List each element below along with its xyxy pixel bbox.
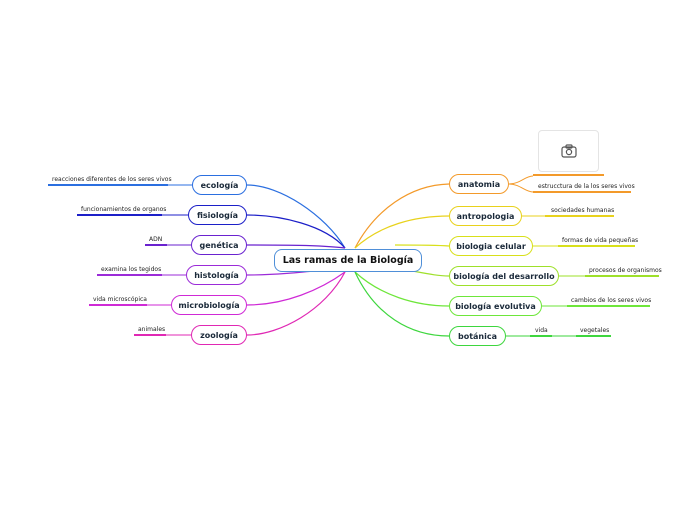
- branch-microbiologia[interactable]: microbiología: [171, 295, 247, 315]
- branch-fisiologia[interactable]: fisiología: [188, 205, 247, 225]
- branch-genetica[interactable]: genética: [191, 235, 247, 255]
- branch-label: antropologia: [456, 211, 515, 221]
- leaf-underline: [545, 215, 614, 217]
- leaf-botanica-vegetales[interactable]: vegetales: [580, 327, 610, 334]
- branch-biologia-evolutiva[interactable]: biología evolutiva: [449, 296, 542, 316]
- branch-label: fisiología: [196, 210, 239, 220]
- branch-label: zoología: [200, 330, 238, 340]
- branch-label: histología: [194, 270, 239, 280]
- leaf-underline: [576, 335, 611, 337]
- leaf-zoologia[interactable]: animales: [138, 326, 166, 333]
- branch-label: biologia celular: [456, 241, 526, 251]
- branch-ecologia[interactable]: ecología: [192, 175, 247, 195]
- branch-histologia[interactable]: histología: [186, 265, 247, 285]
- leaf-biologia-del-desarrollo[interactable]: procesos de organismos: [589, 267, 662, 274]
- leaf-biologia-celular[interactable]: formas de vida pequeñas: [562, 237, 639, 244]
- leaf-underline: [530, 335, 552, 337]
- branch-label: microbiología: [178, 300, 240, 310]
- leaf-underline: [145, 244, 167, 246]
- branch-biologia-celular[interactable]: biologia celular: [449, 236, 533, 256]
- leaf-underline: [585, 275, 659, 277]
- camera-icon: [560, 144, 577, 158]
- leaf-underline: [134, 334, 166, 336]
- leaf-underline: [77, 214, 162, 216]
- leaf-underline: [89, 304, 147, 306]
- branch-label: biología evolutiva: [455, 301, 536, 311]
- leaf-histologia[interactable]: examina los tegidos: [101, 266, 162, 273]
- leaf-antropologia[interactable]: sociedades humanas: [551, 207, 615, 214]
- leaf-anatomia[interactable]: estrucctura de la los seres vivos: [538, 183, 635, 190]
- leaf-genetica[interactable]: ADN: [149, 236, 163, 243]
- branch-antropologia[interactable]: antropologia: [449, 206, 522, 226]
- leaf-underline: [567, 305, 650, 307]
- leaf-fisiologia[interactable]: funcionamientos de organos: [81, 206, 167, 213]
- leaf-underline: [48, 184, 168, 186]
- central-topic[interactable]: Las ramas de la Biología: [274, 249, 422, 272]
- branch-label: biología del desarrollo: [453, 271, 555, 281]
- leaf-underline: [97, 274, 162, 276]
- leaf-biologia-evolutiva[interactable]: cambios de los seres vivos: [571, 297, 652, 304]
- central-topic-label: Las ramas de la Biología: [282, 255, 414, 266]
- leaf-underline: [558, 245, 635, 247]
- leaf-ecologia[interactable]: reacciones diferentes de los seres vivos: [52, 176, 172, 183]
- branch-biologia-del-desarrollo[interactable]: biología del desarrollo: [449, 266, 559, 286]
- leaf-underline: [533, 191, 631, 193]
- leaf-botanica[interactable]: vida: [535, 327, 548, 334]
- branch-label: botánica: [457, 331, 498, 341]
- branch-label: genética: [199, 240, 239, 250]
- leaf-microbiologia[interactable]: vida microscópica: [93, 296, 147, 303]
- branch-botanica[interactable]: botánica: [449, 326, 506, 346]
- branch-zoologia[interactable]: zoología: [191, 325, 247, 345]
- branch-anatomia[interactable]: anatomia: [449, 174, 509, 194]
- branch-label: ecología: [200, 180, 239, 190]
- leaf-underline: [533, 174, 604, 176]
- image-attachment[interactable]: [538, 130, 599, 172]
- branch-label: anatomia: [457, 179, 501, 189]
